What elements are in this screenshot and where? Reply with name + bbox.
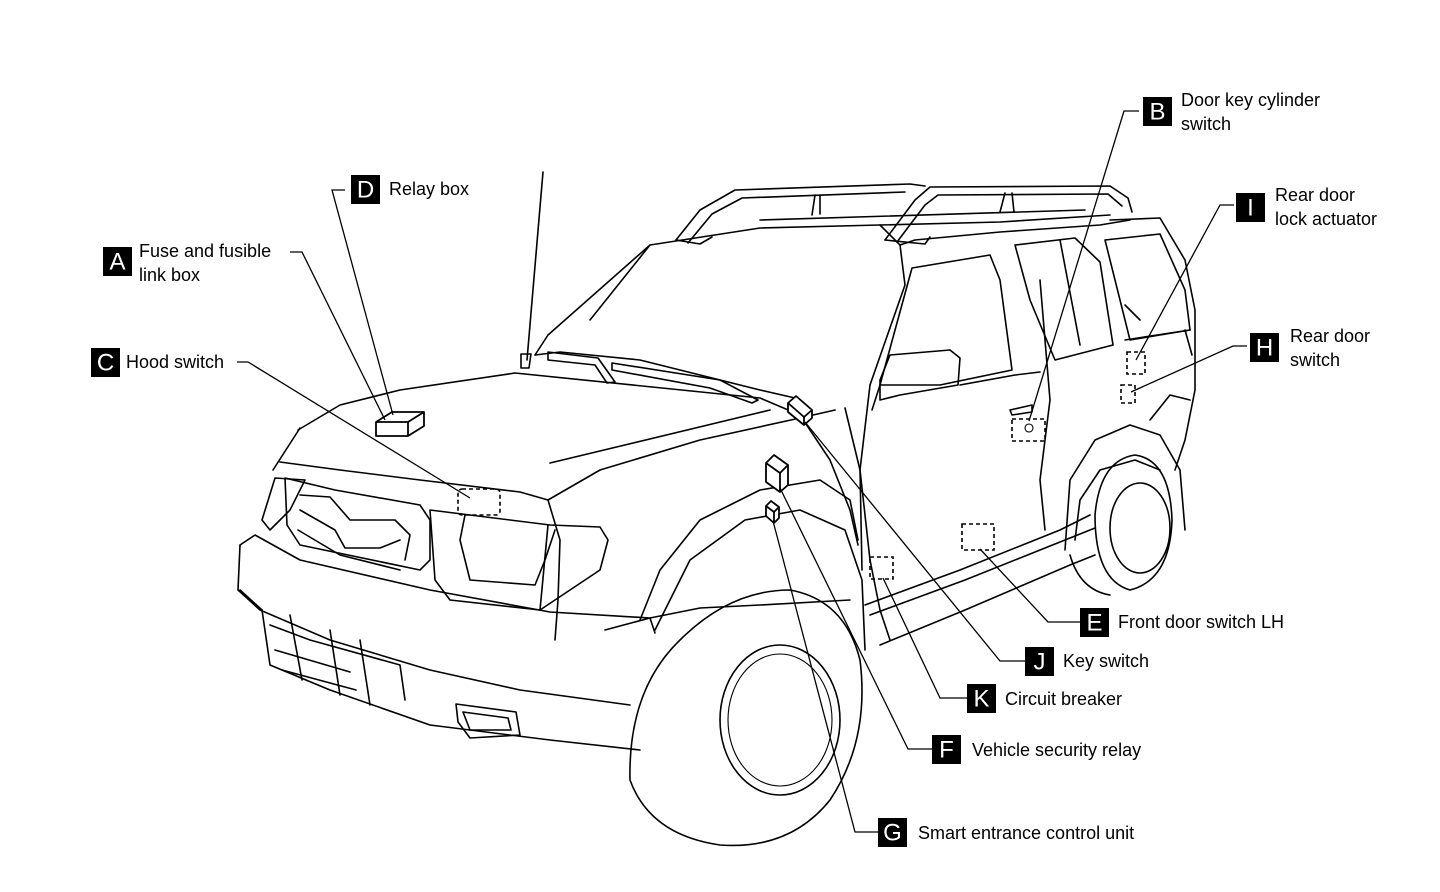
svg-text:G: G [883,820,902,847]
label-i-line1: Rear door [1275,185,1355,205]
leader-lines [237,110,1247,833]
front-door-switch-location [961,523,995,551]
svg-text:E: E [1086,610,1102,637]
label-a-line2: link box [139,265,200,285]
svg-text:C: C [97,350,114,377]
callout-A: A Fuse and fusible link box [103,241,271,285]
label-k: Circuit breaker [1005,689,1122,709]
circuit-breaker-location [869,556,894,580]
badge-K: K [967,684,996,713]
svg-text:H: H [1256,335,1273,362]
badge-E: E [1080,608,1109,637]
svg-text:K: K [973,686,989,713]
label-b-line2: switch [1181,114,1231,134]
svg-text:F: F [939,737,954,764]
callout-I: I Rear door lock actuator [1236,185,1377,229]
label-c: Hood switch [126,352,224,372]
badge-F: F [932,735,961,764]
label-b-line1: Door key cylinder [1181,90,1320,110]
label-h-line2: switch [1290,350,1340,370]
smart-entrance-control-unit-component [765,500,780,524]
svg-text:J: J [1034,649,1046,676]
callout-J: J Key switch [1025,647,1149,676]
label-a-line1: Fuse and fusible [139,241,271,261]
label-h-line1: Rear door [1290,326,1370,346]
svg-text:I: I [1247,195,1254,222]
badge-A: A [103,247,132,276]
vehicle-illustration [237,171,1196,847]
label-g: Smart entrance control unit [918,823,1134,843]
badge-D: D [351,175,380,204]
svg-text:D: D [357,177,374,204]
callout-D: D Relay box [351,175,469,204]
rear-door-switch-location [1120,384,1136,404]
label-d: Relay box [389,179,469,199]
hood-switch-location [457,488,501,516]
callout-E: E Front door switch LH [1080,608,1284,637]
label-f: Vehicle security relay [972,740,1141,760]
svg-text:B: B [1149,99,1165,126]
callout-G: G Smart entrance control unit [878,818,1134,847]
callout-F: F Vehicle security relay [932,735,1141,764]
badge-C: C [91,348,120,377]
door-key-cylinder-icon [1024,423,1034,433]
callout-K: K Circuit breaker [967,684,1122,713]
label-i-line2: lock actuator [1275,209,1377,229]
rear-door-lock-actuator-location [1126,351,1146,375]
callout-C: C Hood switch [91,348,224,377]
key-switch-component [787,395,813,426]
door-key-cylinder-switch-location [1011,418,1046,442]
svg-text:A: A [109,249,125,276]
callout-H: H Rear door switch [1250,326,1370,370]
badge-B: B [1143,97,1172,126]
label-e: Front door switch LH [1118,612,1284,632]
badge-H: H [1250,333,1279,362]
vehicle-security-relay-component [765,454,789,493]
relay-box-component [375,411,425,437]
badge-G: G [878,818,907,847]
badge-I: I [1236,193,1265,222]
label-j: Key switch [1063,651,1149,671]
callout-B: B Door key cylinder switch [1143,90,1320,134]
badge-J: J [1025,647,1054,676]
